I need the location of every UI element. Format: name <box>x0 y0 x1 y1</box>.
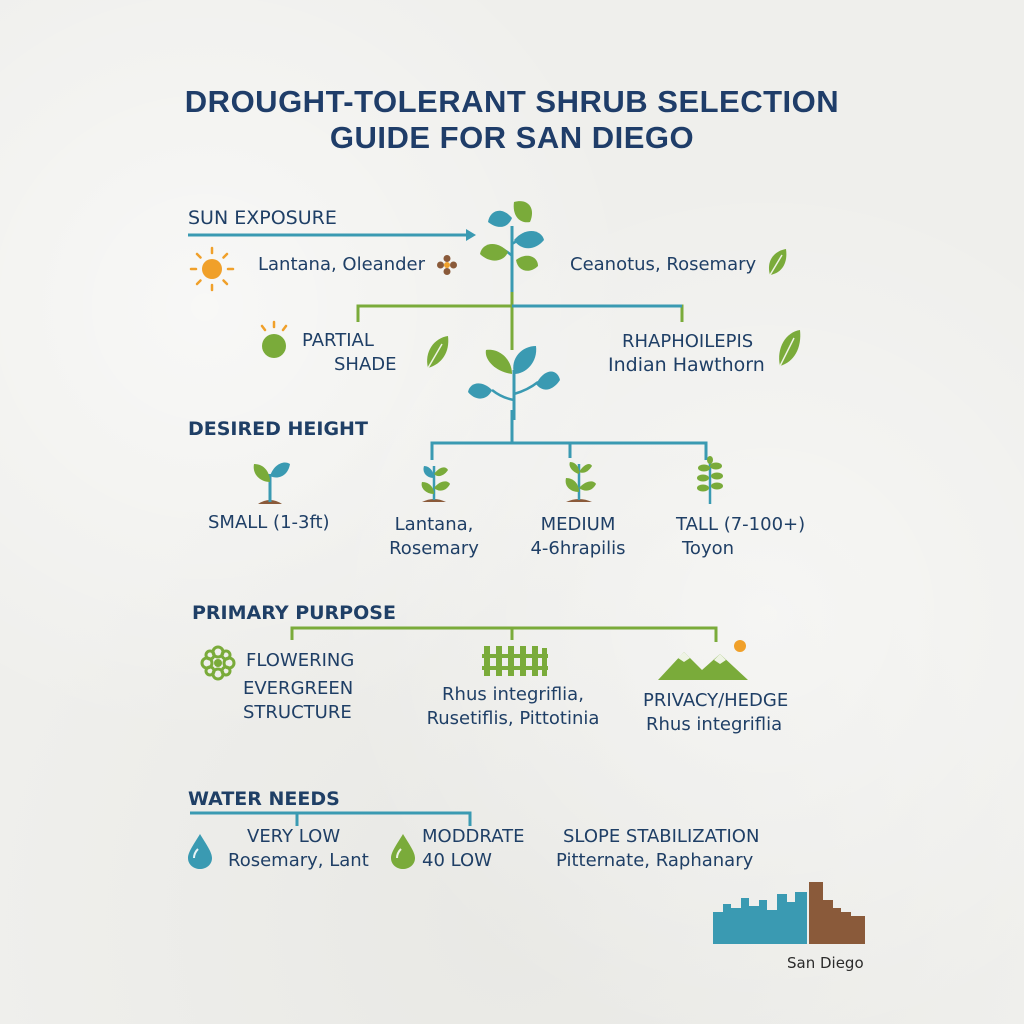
water-very-low-line-1: VERY LOW <box>247 826 341 847</box>
water-drop-teal-icon <box>188 834 212 869</box>
raphiolepis-line-2: Indian Hawthorn <box>608 354 765 376</box>
sun-arrow-head <box>466 229 476 241</box>
privacy-line-1: PRIVACY/HEDGE <box>643 690 789 711</box>
height-lantana-line-2: Rosemary <box>389 538 479 559</box>
guide-title: DROUGHT-TOLERANT SHRUB SELECTION GUIDE F… <box>0 84 1024 156</box>
leaf-green-icon-2 <box>427 336 449 369</box>
purpose-rhus-line-1: Rhus integriflia, <box>442 684 584 705</box>
slope-line-2: Pitternate, Raphanary <box>556 850 754 871</box>
purpose-rhus-line-2: Rusetiflis, Pittotinia <box>426 708 600 729</box>
height-medium-line-1: MEDIUM <box>540 514 616 535</box>
water-very-low-line-2: Rosemary, Lant <box>228 850 369 871</box>
sun-branch-bar <box>356 304 684 322</box>
evergreen-line-2: STRUCTURE <box>243 702 352 723</box>
partial-sun-icon <box>260 320 288 358</box>
water-moderate-line-1: MODDRATE <box>422 826 525 847</box>
middle-sapling-icon <box>468 346 560 420</box>
title-line-2: GUIDE FOR SAN DIEGO <box>329 120 695 155</box>
san-diego-skyline-icon <box>713 882 865 944</box>
water-needs-heading: WATER NEEDS <box>188 788 340 810</box>
water-drop-green-icon <box>391 834 415 869</box>
height-medium-line-2: 4-6hrapilis <box>530 538 626 559</box>
primary-purpose-heading: PRIMARY PURPOSE <box>192 602 396 624</box>
water-branch-bar <box>190 811 472 826</box>
evergreen-line-1: EVERGREEN <box>243 678 354 699</box>
small-height-label: SMALL (1-3ft) <box>208 512 330 533</box>
privacy-line-2: Rhus integriflia <box>646 714 783 735</box>
partial-shade-line-2: SHADE <box>334 354 397 375</box>
sun-exposure-heading: SUN EXPOSURE <box>188 207 337 229</box>
partial-shade-line-1: PARTIAL <box>302 330 374 351</box>
city-label: San Diego <box>787 954 864 972</box>
top-sapling-icon <box>480 201 544 292</box>
sun-right-plants: Ceanotus, Rosemary <box>570 254 757 275</box>
water-moderate-line-2: 40 LOW <box>422 850 492 871</box>
height-tall-line-2: Toyon <box>682 538 735 559</box>
desired-height-heading: DESIRED HEIGHT <box>188 418 368 440</box>
slope-line-1: SLOPE STABILIZATION <box>563 826 760 847</box>
medium-seedling-icon <box>565 462 596 502</box>
flower-green-icon <box>200 645 236 681</box>
tall-sprig-icon <box>697 456 723 504</box>
height-lantana-line-1: Lantana, <box>394 514 474 535</box>
flowering-label: FLOWERING <box>246 650 355 671</box>
title-line-1: DROUGHT-TOLERANT SHRUB SELECTION <box>184 84 840 119</box>
sun-icon <box>189 246 235 292</box>
fence-icon <box>482 646 548 676</box>
height-tall-line-1: TALL (7-100+) <box>676 514 806 535</box>
flower-brown-icon <box>437 255 457 275</box>
lantana-seedling-icon <box>421 466 450 502</box>
purpose-branch-bar <box>290 626 718 642</box>
leaf-green-icon-3 <box>779 330 801 367</box>
small-seedling-icon <box>253 462 290 504</box>
raphiolepis-line-1: RHAPHOILEPIS <box>622 331 754 352</box>
full-sun-plants: Lantana, Oleander <box>258 254 426 275</box>
leaf-green-icon <box>768 249 787 276</box>
mountains-icon <box>658 640 748 680</box>
